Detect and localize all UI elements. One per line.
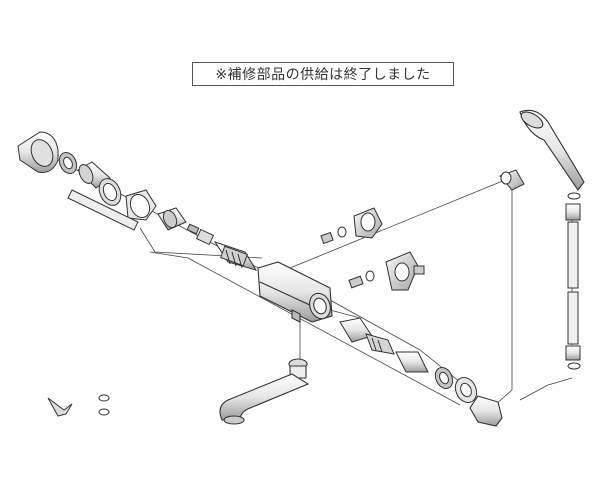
- thermo-cartridge-left: [213, 241, 258, 271]
- hose-end-top: [565, 203, 581, 221]
- washer-1: [98, 394, 110, 402]
- small-fitting-mid: [348, 270, 375, 289]
- elbow-right-center: [385, 251, 425, 291]
- hose: [567, 221, 579, 345]
- left-adapter: [157, 207, 187, 231]
- left-ring-2: [98, 178, 122, 206]
- hose-end-bottom: [565, 345, 581, 370]
- washer-2: [98, 408, 110, 416]
- left-nut: [125, 189, 157, 221]
- faucet-body: [257, 261, 333, 323]
- small-fitting-top: [320, 226, 347, 245]
- right-nut: [454, 376, 478, 404]
- hex-key: [47, 397, 73, 417]
- left-lever: [67, 189, 139, 231]
- notice-text: ※補修部品の供給は終了しました: [215, 67, 431, 83]
- left-handle-cap: [17, 131, 59, 173]
- shower-elbow: [499, 169, 525, 191]
- parts-supply-ended-notice: ※補修部品の供給は終了しました: [192, 62, 454, 86]
- elbow-top-center: [353, 207, 383, 239]
- right-ring: [434, 366, 454, 390]
- hose-washer-top: [567, 192, 581, 200]
- right-cartridge: [339, 317, 429, 373]
- left-spindle: [186, 223, 215, 246]
- left-ring-1: [58, 151, 78, 175]
- shower-head: [519, 109, 585, 191]
- spout: [219, 358, 310, 425]
- right-handle: [469, 395, 503, 427]
